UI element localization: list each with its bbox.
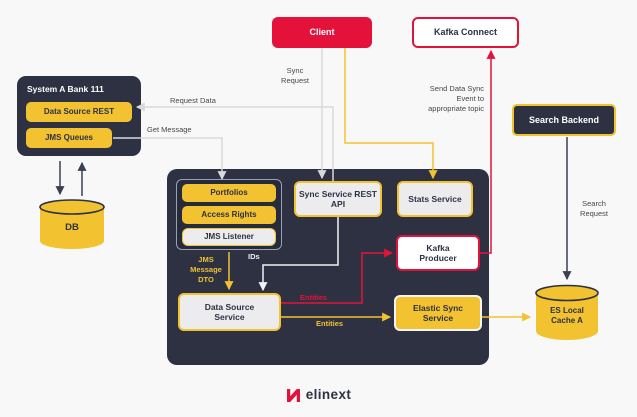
brand-name: elinext [305,386,352,402]
arrow-entities-to-kafka-producer [281,248,394,304]
entities-to-elastic-label: Entities [316,319,344,328]
arrow-request-data [135,102,334,181]
request-data-label: Request Data [170,96,216,105]
elastic-sync-service-node: Elastic Sync Service [394,295,482,331]
client-node: Client [272,17,372,48]
db-cylinder: DB [38,198,106,250]
sync-service-rest-api-node: Sync Service REST API [294,181,382,217]
jms-message-dto-label: JMS Message DTO [190,255,222,284]
arrow-get-message [113,137,227,181]
search-request-label: Search Request [580,199,608,218]
brand-logo: elinext [0,386,637,402]
es-local-cache-label: ES Local Cache A [550,306,584,325]
db-label: DB [65,222,79,234]
send-data-sync-label: Send Data Sync Event to appropriate topi… [428,84,484,113]
jms-listener-node: JMS Listener [182,228,276,246]
arrow-ids [258,217,339,292]
kafka-connect-node: Kafka Connect [412,17,519,48]
system-a-bank-panel: System A Bank 111 Data Source REST JMS Q… [17,76,141,156]
arrow-client-to-stats [344,48,438,180]
search-backend-node: Search Backend [512,104,616,136]
entities-to-kafka-label: Entities [300,293,328,302]
system-a-bank-title: System A Bank 111 [27,84,104,94]
data-source-service-node: Data Source Service [178,293,281,331]
sync-request-label: Sync Request [281,66,309,85]
es-local-cache-shape [535,284,599,340]
db-cylinder-shape [39,199,105,249]
ids-label: IDs [248,252,260,261]
data-source-rest-node: Data Source REST [26,102,132,122]
es-local-cache-cylinder: ES Local Cache A [534,283,600,341]
access-rights-node: Access Rights [182,206,276,224]
portfolios-node: Portfolios [182,184,276,202]
stats-service-node: Stats Service [397,181,473,217]
elinext-logo-icon [286,389,300,402]
get-message-label: Get Message [147,125,192,134]
arrow-kafka-producer-to-kafka-connect [480,49,496,254]
kafka-producer-node: Kafka Producer [396,235,480,271]
jms-ingest-group-panel: Portfolios Access Rights JMS Listener [176,179,282,250]
jms-queues-node: JMS Queues [26,128,112,148]
